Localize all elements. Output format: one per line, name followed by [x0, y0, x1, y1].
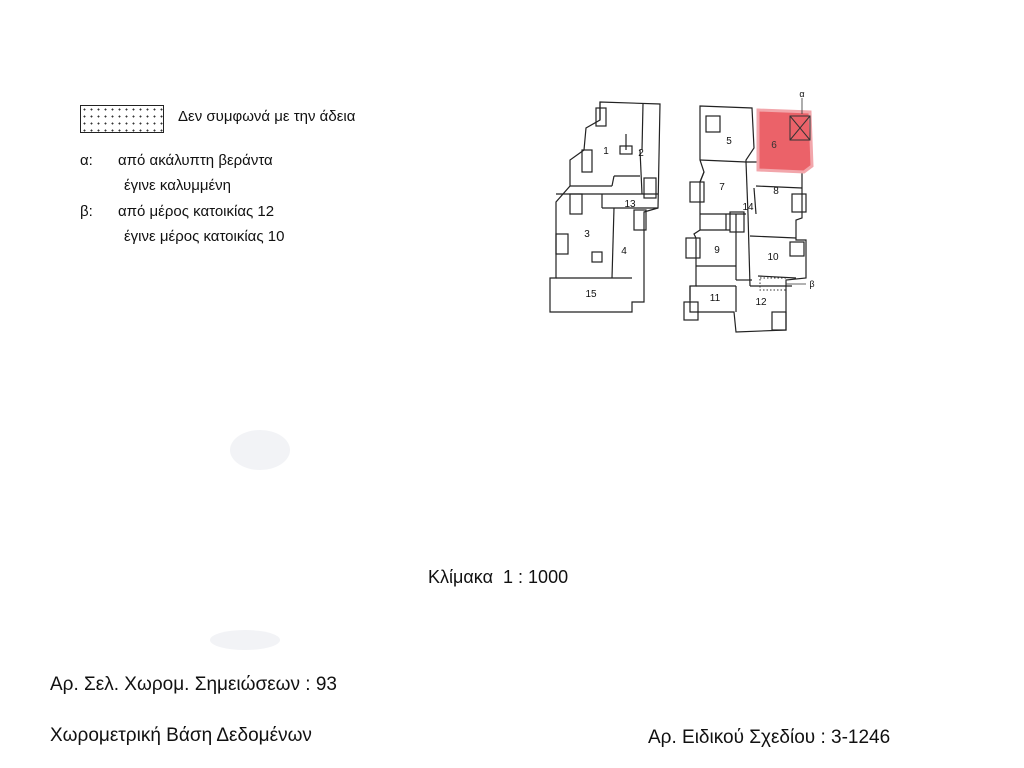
unit-label-15: 15 [585, 289, 597, 300]
unit-label-6: 6 [771, 140, 777, 151]
scan-smudge [210, 630, 280, 650]
plan-number-label: Αρ. Ειδικού Σχεδίου [648, 727, 816, 748]
legend-dotted-label: Δεν συμφωνά με την άδεια [178, 108, 356, 125]
unit-label-14: 14 [742, 202, 754, 213]
unit-label-11: 11 [710, 293, 721, 304]
unit-6-fixture [789, 115, 811, 141]
legend-dotted-swatch [80, 105, 164, 133]
unit-6-highlight [756, 108, 814, 174]
unit-label-8: 8 [773, 186, 779, 197]
unit-label-10: 10 [767, 252, 779, 263]
unit-label-1: 1 [603, 146, 609, 157]
notes-page-label: Αρ. Σελ. Χωρομ. Σημειώσεων : [50, 674, 311, 695]
unit-label-13: 13 [624, 199, 636, 210]
note-a-line2: έγινε καλυμμένη [124, 177, 232, 194]
scan-smudge [230, 430, 290, 470]
note-a-line1: από ακάλυπτη βεράντα [118, 152, 273, 169]
scale-denominator: 1000 [528, 567, 569, 587]
note-b-letter: β: [80, 203, 93, 220]
scale-word: Κλίμακα [428, 567, 493, 587]
database-label: Χωρομετρική Βάση Δεδομένων [50, 725, 312, 746]
unit-label-7: 7 [719, 182, 725, 193]
notes-page-value: 93 [315, 674, 337, 695]
beta-dotted-area [759, 277, 787, 291]
note-a-letter: α: [80, 152, 93, 169]
plan-number-value: : 3-1246 [820, 727, 891, 748]
floor-plan-drawing: 1 2 13 3 4 15 5 6 7 8 14 9 10 11 12 α β [549, 90, 815, 333]
scale-separator: : [518, 567, 524, 587]
unit-label-4: 4 [621, 246, 627, 257]
plan-number-line: Αρ. Ειδικού Σχεδίου : 3-1246 [648, 727, 890, 749]
note-b-line1: από μέρος κατοικίας 12 [118, 203, 275, 220]
marker-beta: β [809, 279, 814, 289]
notes-page-line: Αρ. Σελ. Χωρομ. Σημειώσεων : 93 [50, 674, 337, 696]
unit-label-9: 9 [714, 245, 720, 256]
scale-label: Κλίμακα 1 : 1000 [428, 567, 568, 588]
unit-label-3: 3 [584, 229, 590, 240]
scale-numerator: 1 [502, 567, 513, 587]
unit-label-5: 5 [726, 136, 732, 147]
unit-label-2: 2 [638, 148, 644, 159]
unit-label-12: 12 [755, 297, 767, 308]
note-b-line2: έγινε μέρος κατοικίας 10 [124, 228, 285, 245]
marker-alpha: α [799, 90, 804, 99]
left-building-outline [549, 101, 661, 313]
